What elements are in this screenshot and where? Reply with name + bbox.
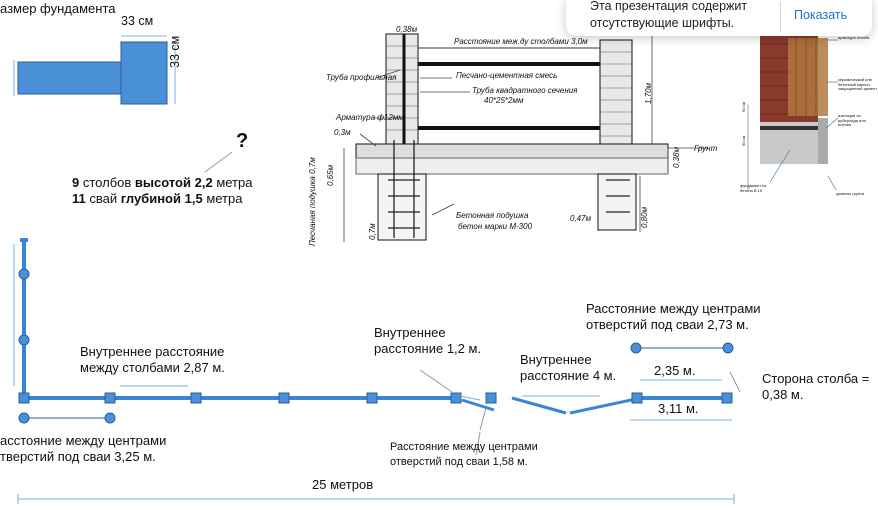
- question-pointer: [204, 151, 233, 173]
- draw-07: 0,7м: [368, 223, 377, 240]
- pillar-side-l2: 0,38 м.: [762, 387, 804, 402]
- photo-c3: изоляция из рубероида или пленки: [838, 113, 866, 128]
- inner-4-l1: Внутреннее: [520, 352, 592, 367]
- pillar-illustration: [747, 30, 839, 191]
- photo-c5: уровень грунта: [836, 191, 864, 196]
- draw-sand-pad: Песчаная подушка 0,7м: [308, 157, 317, 246]
- foundation-section-drawing: [343, 33, 708, 242]
- photo-c7: 90 см: [741, 135, 746, 146]
- draw-concrete-1: Бетонная подушка: [456, 211, 529, 220]
- photo-c6: 60 см: [741, 101, 746, 112]
- question-mark: ?: [236, 130, 249, 152]
- draw-pipe-sq-2: 40*25*2мм: [484, 96, 524, 105]
- piles-count-line: 11 свай глубиной 1,5 метра: [72, 191, 243, 206]
- dim-235-label: 2,35 м.: [654, 363, 696, 378]
- pile-centers-325-l2: тверстий под сваи 3,25 м.: [0, 449, 156, 464]
- draw-038: 0,38м: [396, 25, 418, 34]
- notification-message: Эта презентация содержит отсутствующие ш…: [590, 0, 748, 30]
- missing-fonts-notification: Эта презентация содержит отсутствующие ш…: [566, 0, 872, 36]
- notification-divider: [780, 2, 781, 32]
- show-fonts-button[interactable]: Показать: [794, 8, 848, 22]
- draw-080: 0,80м: [640, 206, 649, 228]
- photo-c1: арматура столба: [838, 35, 870, 40]
- pillar-side-l1: Сторона столба =: [762, 371, 870, 386]
- draw-pipe-prof: Труба профильная: [326, 73, 397, 82]
- inner-12-l2: расстояние 1,2 м.: [374, 341, 482, 356]
- foundation-height-label: 33 см: [168, 35, 182, 68]
- draw-between: Расстояние меж.ду столбами 3,0м: [454, 37, 588, 46]
- photo-c2: керамический или бетонный кирпич, защище…: [838, 77, 878, 92]
- inner-4-l2: расстояние 4 м.: [520, 368, 617, 383]
- pile-centers-158-l2: отверстий под сваи 1,58 м.: [390, 456, 528, 468]
- pillars-count-line: 9 столбов высотой 2,2 метра: [72, 175, 253, 190]
- draw-03: 0,3м: [334, 128, 351, 137]
- draw-065: 0,65м: [326, 164, 335, 186]
- foundation-width-label: 33 см: [121, 14, 154, 28]
- pile-centers-273-l1: Расстояние между центрами: [586, 301, 761, 316]
- draw-sand-mix: Песчано-цементная смесь: [456, 71, 558, 80]
- pile-centers-158-l1: Расстояние между центрами: [390, 441, 538, 453]
- pile-centers-273-l2: отверстий под сваи 2,73 м.: [586, 317, 749, 332]
- pile-centers-325-l1: асстояние между центрами: [0, 433, 167, 448]
- total-length-label: 25 метров: [312, 477, 374, 492]
- dim-311-label: 3,11 м.: [658, 401, 699, 416]
- draw-ground: Грунт: [694, 144, 718, 153]
- inner-12-l1: Внутреннее: [374, 325, 446, 340]
- fence-plan: [13, 238, 741, 504]
- inner-dist-pillars-l1: Внутреннее расстояние: [80, 344, 225, 359]
- draw-rebar: Арматура ф12мм: [336, 113, 404, 122]
- photo-c4: фундамент из бетона В 15: [740, 183, 767, 193]
- draw-h170: 1,70м: [644, 82, 653, 104]
- draw-concrete-2: бетон марки М-300: [458, 222, 533, 231]
- inner-dist-pillars-l2: между столбами 2,87 м.: [80, 360, 225, 375]
- draw-038b: 0,38м: [672, 146, 681, 168]
- draw-047: 0,47м: [570, 214, 592, 223]
- foundation-size-title: азмер фундамента: [0, 1, 116, 16]
- foundation-size-shape: [13, 35, 176, 105]
- draw-pipe-sq-1: Труба квадратного сечения: [472, 86, 578, 95]
